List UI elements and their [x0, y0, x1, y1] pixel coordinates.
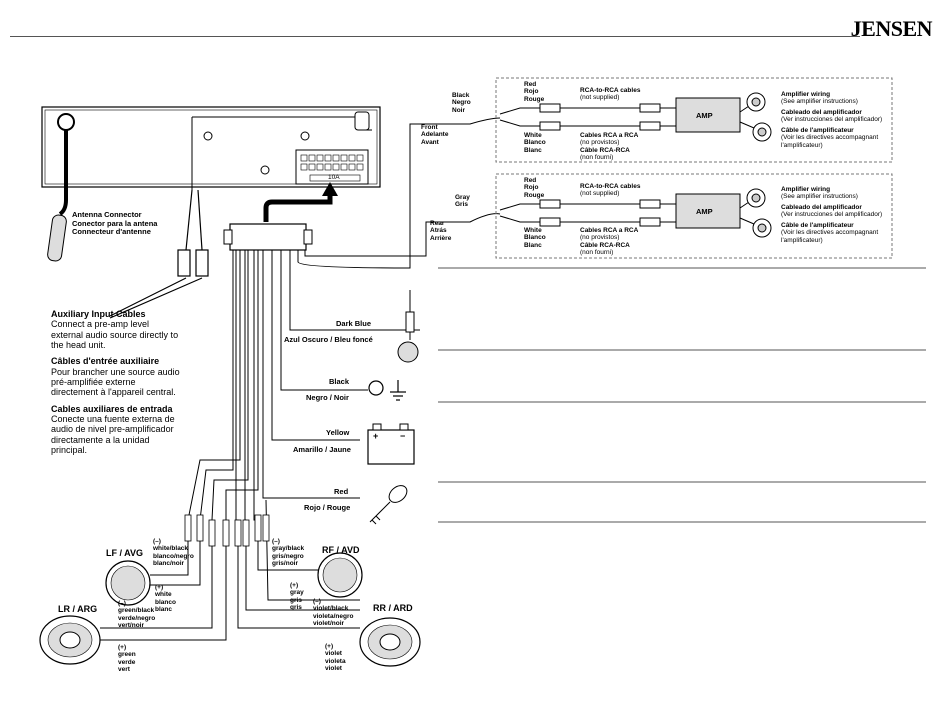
- front-rca-translations: Cables RCA a RCA(no provistos) Câble RCA…: [580, 132, 639, 162]
- black-wire-label: Black: [329, 377, 350, 386]
- speaker-rf-label: RF / AVD: [322, 545, 360, 555]
- ground-icon: [368, 380, 406, 401]
- ignition-key-icon: [369, 485, 408, 525]
- speaker-lr: [39, 615, 101, 665]
- rear-amp-wiring-label: Amplifier wiring(See amplifier instructi…: [781, 186, 883, 244]
- battery-minus: −: [400, 431, 406, 441]
- antenna-connector-label: Antenna Connector Conector para la anten…: [72, 210, 158, 237]
- rear-amp-box: [495, 173, 893, 259]
- front-amp-wiring-label: Amplifier wiring(See amplifier instructi…: [781, 91, 883, 149]
- aux-body-en: Connect a pre-amp level external audio s…: [51, 319, 179, 351]
- rear-rca-translations: Cables RCA a RCA(no provistos) Câble RCA…: [580, 227, 639, 257]
- speaker-rr-label: RR / ARD: [373, 603, 413, 613]
- speaker-rf: [317, 552, 363, 598]
- speaker-rr: [359, 617, 421, 667]
- battery-icon: [367, 423, 415, 465]
- rear-rca-label: RCA-to-RCA cables(not supplied): [580, 183, 641, 198]
- aux-title-es: Cables auxiliares de entrada: [51, 403, 173, 414]
- inline-connectors: [184, 514, 270, 547]
- wiring-harness: [223, 223, 313, 251]
- antenna-cable: [47, 113, 75, 262]
- black-wire-translation: Negro / Noir: [306, 393, 349, 402]
- front-amp-box: [495, 77, 893, 163]
- speaker-lf-label: LF / AVG: [106, 548, 143, 558]
- aux-rca-cables: [109, 189, 209, 319]
- brand-logo: JENSEN: [850, 16, 933, 41]
- speaker-lf: [105, 560, 151, 606]
- header-rule: [10, 36, 860, 37]
- yellow-wire-translation: Amarillo / Jaune: [293, 445, 351, 454]
- red-wire-label: Red: [334, 487, 349, 496]
- aux-input-description: Auxiliary Input Cables Connect a pre-amp…: [51, 309, 181, 455]
- power-antenna-icon: [397, 290, 419, 363]
- connector-fuse-label: 10A: [328, 174, 340, 181]
- speaker-lr-label: LR / ARG: [58, 604, 98, 614]
- head-unit-connector: [295, 149, 369, 185]
- dark-blue-wire-translation: Azul Oscuro / Bleu foncé: [284, 335, 373, 344]
- arrow-head: [322, 182, 338, 196]
- rear-amp-label: AMP: [696, 207, 713, 216]
- red-wire-translation: Rojo / Rouge: [304, 503, 351, 512]
- front-rca-label: RCA-to-RCA cables(not supplied): [580, 87, 641, 102]
- section-rules: [438, 267, 926, 523]
- front-amp-label: AMP: [696, 111, 713, 120]
- battery-plus: +: [373, 431, 379, 441]
- aux-body-es: Conecte una fuente externa de audio de n…: [51, 414, 175, 456]
- aux-title-fr: Câbles d'entrée auxiliaire: [51, 356, 160, 367]
- yellow-wire-label: Yellow: [326, 428, 350, 437]
- arrow-to-connector: [263, 190, 333, 222]
- aux-title-en: Auxiliary Input Cables: [51, 309, 146, 319]
- dark-blue-wire-label: Dark Blue: [336, 319, 372, 328]
- aux-body-fr: Pour brancher une source audio pré-ampli…: [51, 366, 180, 398]
